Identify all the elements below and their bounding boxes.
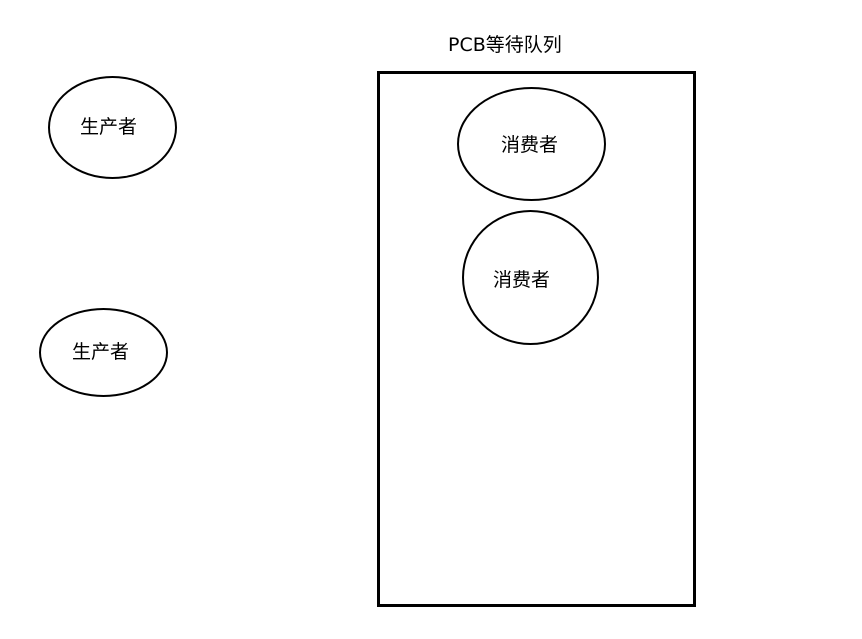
consumer-label-2: 消费者 xyxy=(493,269,551,291)
pcb-wait-queue xyxy=(377,71,696,607)
producer-node-1 xyxy=(48,76,177,179)
consumer-node-1 xyxy=(457,87,606,201)
producer-label-1: 生产者 xyxy=(80,116,138,138)
consumer-node-2 xyxy=(462,210,599,345)
producer-node-2 xyxy=(39,308,168,397)
queue-title: PCB等待队列 xyxy=(448,34,562,56)
consumer-label-1: 消费者 xyxy=(501,134,559,156)
producer-label-2: 生产者 xyxy=(72,341,130,363)
